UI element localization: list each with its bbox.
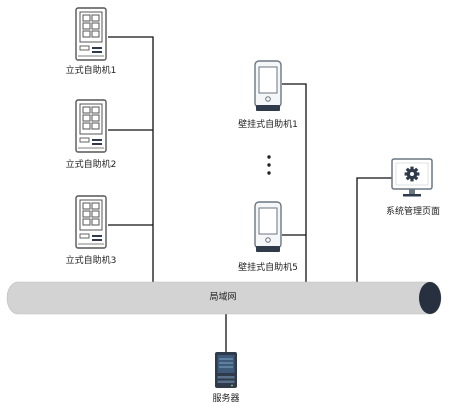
kiosk-wall-5-label: 壁挂式自助机5 — [238, 263, 298, 273]
wall-kiosk-icon — [254, 201, 282, 253]
server-icon — [215, 352, 237, 388]
lan-label: 局域网 — [209, 292, 237, 303]
kiosk-wall-1-label: 壁挂式自助机1 — [238, 120, 298, 130]
connector-admin-page — [356, 177, 392, 283]
connector-kiosk-wall-1 — [282, 83, 307, 283]
server-label: 服务器 — [212, 394, 240, 404]
lan-bus — [6, 281, 442, 315]
standing-kiosk-icon — [75, 99, 107, 153]
kiosk-stand-3-label: 立式自助机3 — [65, 256, 117, 266]
standing-kiosk-icon — [75, 195, 107, 249]
connector-kiosk-stand-1 — [108, 36, 154, 283]
connector-lines — [108, 36, 392, 352]
admin-page-label: 系统管理页面 — [385, 207, 441, 217]
kiosk-stand-2-label: 立式自助机2 — [65, 160, 117, 170]
standing-kiosk-icon — [75, 7, 107, 61]
kiosk-stand-1-label: 立式自助机1 — [65, 66, 117, 76]
lan-bus-end-cap — [419, 282, 441, 314]
wall-kiosk-icon — [254, 60, 282, 112]
monitor-gear-icon — [391, 158, 433, 197]
vertical-ellipsis-icon — [267, 155, 271, 175]
